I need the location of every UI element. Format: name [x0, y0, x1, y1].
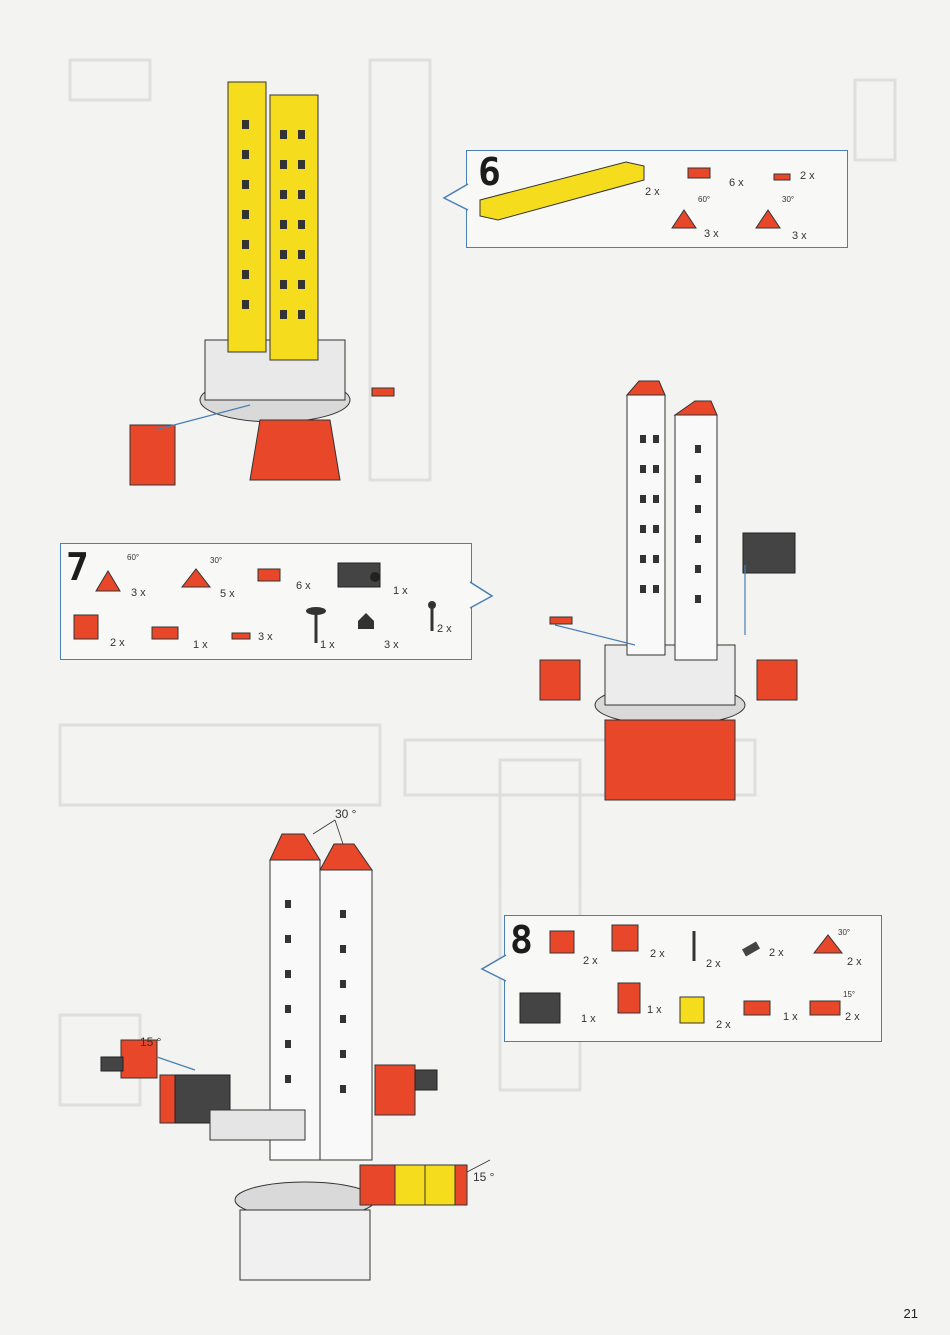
step-7-cube-qty: 2 x [110, 637, 125, 649]
step-7-connector-qty: 3 x [258, 631, 273, 643]
assembly-step6-illustration [110, 70, 410, 510]
step-8-motor-qty: 1 x [581, 1013, 596, 1025]
right-angle-label: 15 ° [473, 1170, 494, 1184]
step-7-motorblock-qty: 1 x [393, 585, 408, 597]
step-7-wedge30-qty: 5 x [220, 588, 235, 600]
step-7-block-qty: 6 x [296, 580, 311, 592]
step-6-wedge60-qty: 3 x [704, 228, 719, 240]
assembly-step7-illustration [535, 375, 895, 815]
step-8-wedge15-qty: 2 x [845, 1011, 860, 1023]
step-7-axle-qty: 1 x [320, 639, 335, 651]
step-8-wedge15-angle: 15° [843, 990, 855, 999]
step-7-gear-qty: 3 x [384, 639, 399, 651]
step-7-hinge-qty: 1 x [193, 639, 208, 651]
step-8-yellowframe-qty: 2 x [716, 1019, 731, 1031]
step-8-slotblock-qty: 2 x [583, 955, 598, 967]
step-7-pin-qty: 2 x [437, 623, 452, 635]
step-6-wedge60-angle: 60° [698, 195, 710, 204]
step-7-wedge30-angle: 30° [210, 556, 222, 565]
step-7-wedge60-qty: 3 x [131, 587, 146, 599]
step-6-bar-qty: 2 x [645, 186, 660, 198]
step-6-wedge30-qty: 3 x [792, 230, 807, 242]
top-angle-label: 30 ° [335, 807, 356, 821]
step-7-wedge60-angle: 60° [127, 553, 139, 562]
assembly-step8-illustration [95, 820, 475, 1280]
step-8-parts-illustrations [504, 915, 880, 1040]
step-8-wedge30-qty: 2 x [847, 956, 862, 968]
left-angle-label: 15 ° [140, 1035, 161, 1049]
step-8-sleeve-qty: 2 x [769, 947, 784, 959]
step-8-hinge-qty: 1 x [783, 1011, 798, 1023]
step-7-pointer [470, 582, 500, 612]
step-6-wedge30-angle: 30° [782, 195, 794, 204]
step-6-connector-qty: 2 x [800, 170, 815, 182]
step-8-pin-qty: 2 x [706, 958, 721, 970]
step-6-block-qty: 6 x [729, 177, 744, 189]
step-8-cube-qty: 2 x [650, 948, 665, 960]
page-number: 21 [904, 1306, 918, 1321]
step-8-wedge30-angle: 30° [838, 928, 850, 937]
step-8-bracket-qty: 1 x [647, 1004, 662, 1016]
